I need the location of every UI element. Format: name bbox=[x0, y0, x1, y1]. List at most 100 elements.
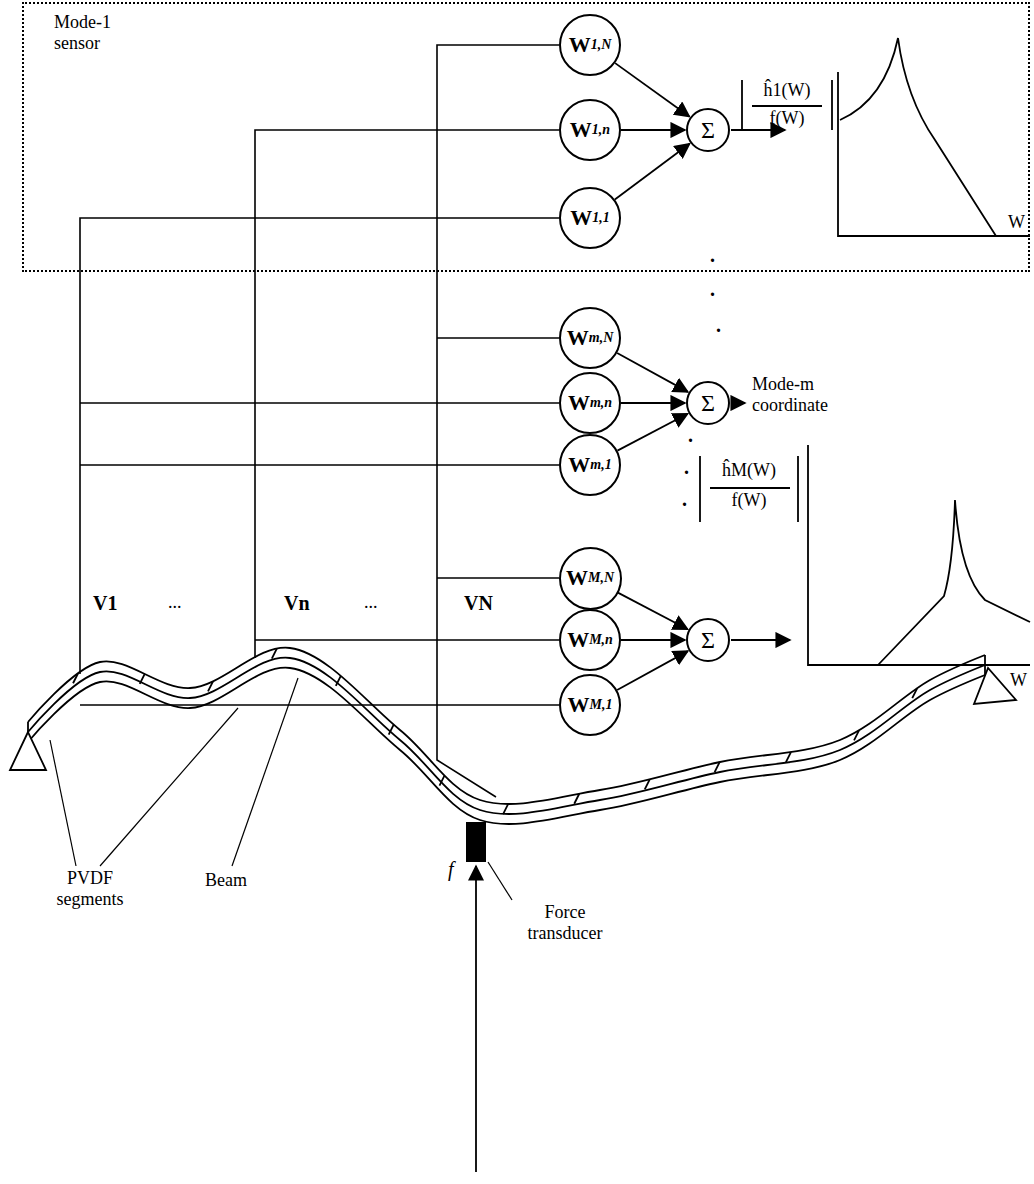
numerator: ĥM(W) bbox=[704, 460, 794, 481]
segment-divider bbox=[503, 804, 508, 814]
leader-line bbox=[232, 678, 298, 866]
beam-layer bbox=[28, 668, 985, 824]
weighted-signal-arrow bbox=[618, 593, 688, 630]
weight-index: m,N bbox=[589, 330, 614, 346]
segment-divider bbox=[786, 752, 791, 762]
weight-index: M,1 bbox=[590, 697, 613, 713]
axis-label: W bbox=[1008, 212, 1025, 233]
force-transducer bbox=[466, 822, 486, 862]
output-arrow bbox=[731, 639, 790, 641]
segment-divider bbox=[73, 673, 78, 683]
weighted-signal-arrow bbox=[615, 63, 689, 116]
segment-divider bbox=[854, 730, 859, 740]
segment-divider bbox=[645, 779, 650, 789]
leader-line bbox=[50, 740, 76, 866]
sensor-group: Mode-1 sensorW1,NW1,nW1,1Σ bbox=[22, 2, 1030, 272]
denominator: f(W) bbox=[704, 490, 794, 511]
weight-index: m,1 bbox=[590, 457, 611, 473]
numerator: ĥ1(W) bbox=[746, 80, 828, 101]
leader-lines bbox=[50, 678, 512, 900]
weighted-signal-arrow bbox=[621, 402, 685, 404]
wire bbox=[255, 639, 559, 641]
weight-symbol: W bbox=[567, 627, 589, 653]
segment-divider bbox=[336, 676, 341, 686]
wire bbox=[80, 218, 559, 674]
support-triangle bbox=[974, 668, 1016, 704]
weight-symbol: W bbox=[570, 205, 592, 231]
weight-symbol: W bbox=[567, 325, 589, 351]
weighted-signal-arrow bbox=[621, 639, 685, 641]
segment-divider bbox=[272, 649, 277, 659]
ellipsis: ... bbox=[364, 592, 378, 613]
wire bbox=[80, 402, 559, 404]
ellipsis-dot: . bbox=[716, 314, 721, 337]
leader-line bbox=[488, 862, 512, 900]
beam-layer bbox=[28, 658, 985, 814]
segment-divider bbox=[912, 688, 917, 698]
weighted-signal-arrow bbox=[617, 353, 688, 392]
denominator: f(W) bbox=[746, 108, 828, 129]
output-arrow bbox=[731, 402, 745, 404]
weight-circle: W1,n bbox=[559, 99, 621, 161]
ellipsis-dot: . bbox=[684, 456, 689, 479]
weight-circle: Wm,N bbox=[559, 307, 621, 369]
weight-circle: W1,N bbox=[559, 14, 621, 76]
weight-circle: W1,1 bbox=[559, 187, 621, 249]
weighted-signal-arrow bbox=[615, 144, 690, 200]
ellipsis-dot: . bbox=[710, 244, 715, 267]
ellipsis-dot: . bbox=[688, 424, 693, 447]
segment-divider bbox=[208, 681, 213, 691]
weight-symbol: W bbox=[568, 452, 590, 478]
weighted-signal-arrow bbox=[617, 414, 687, 451]
fraction-line bbox=[710, 487, 790, 489]
output-label: Mode-m coordinate bbox=[752, 374, 852, 415]
output-arrow bbox=[731, 129, 785, 131]
signal-name: Vn bbox=[284, 592, 310, 615]
weight-circle: Wm,1 bbox=[559, 434, 621, 496]
leader-line bbox=[100, 708, 238, 866]
weight-index: M,n bbox=[589, 632, 613, 648]
force-symbol: f bbox=[448, 858, 454, 881]
force-arrow bbox=[475, 866, 477, 1172]
weight-symbol: W bbox=[570, 117, 592, 143]
wire bbox=[437, 45, 559, 797]
signal-name: VN bbox=[464, 592, 493, 615]
wire bbox=[437, 337, 559, 339]
weight-symbol: W bbox=[568, 692, 590, 718]
group-title: Mode-1 sensor bbox=[54, 12, 150, 53]
ellipsis-dot: . bbox=[710, 278, 715, 301]
part-name: Beam bbox=[205, 870, 247, 891]
part-name: PVDF segments bbox=[44, 868, 136, 909]
weight-index: 1,n bbox=[592, 122, 610, 138]
plot-axes bbox=[808, 445, 1030, 665]
sum-symbol: Σ bbox=[701, 627, 715, 654]
signal-wires bbox=[80, 45, 559, 797]
signal-name: V1 bbox=[93, 592, 117, 615]
segment-divider bbox=[715, 762, 720, 772]
sum-symbol: Σ bbox=[701, 117, 715, 144]
sum-symbol: Σ bbox=[701, 390, 715, 417]
summing-junction: Σ bbox=[686, 618, 730, 662]
weight-circle: WM,n bbox=[559, 609, 621, 671]
segment-divider bbox=[574, 794, 579, 804]
supports bbox=[10, 668, 1016, 770]
fraction-line bbox=[752, 105, 822, 107]
weight-symbol: W bbox=[568, 390, 590, 416]
abs-bar bbox=[831, 80, 833, 130]
ellipsis: ... bbox=[168, 592, 182, 613]
weight-index: M,N bbox=[588, 570, 614, 586]
axis-label: W bbox=[1010, 670, 1027, 691]
abs-bar bbox=[741, 80, 743, 130]
summing-junction: Σ bbox=[686, 108, 730, 152]
weighted-signal-arrow bbox=[617, 651, 688, 690]
weight-symbol: W bbox=[569, 32, 591, 58]
part-name: Force transducer bbox=[505, 902, 625, 943]
weighted-signal-arrow bbox=[621, 129, 685, 131]
abs-bar bbox=[797, 456, 799, 522]
support-triangle bbox=[10, 732, 46, 770]
plot-axes bbox=[838, 72, 1030, 236]
segment-divider bbox=[439, 776, 444, 786]
weight-circle: Wm,n bbox=[559, 372, 621, 434]
